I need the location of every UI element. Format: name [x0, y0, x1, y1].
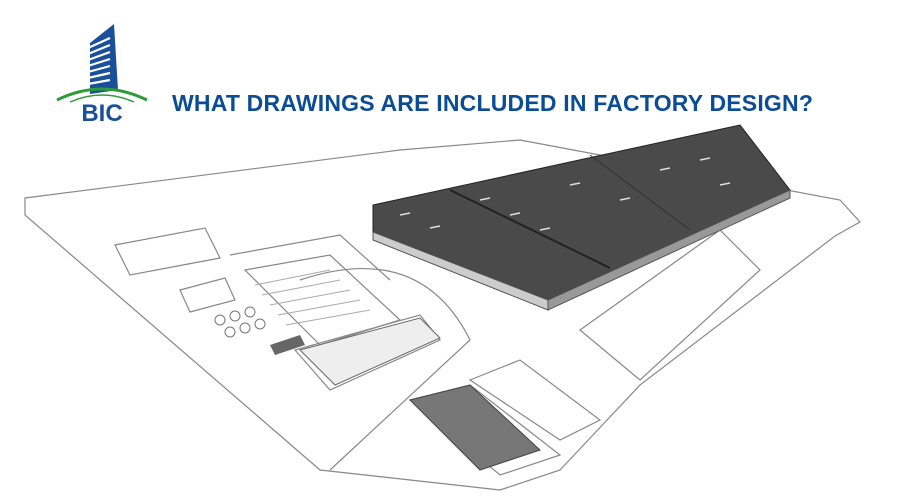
logo-text: BIC — [81, 100, 122, 127]
bic-logo: BIC — [56, 24, 148, 127]
page-title: WHAT DRAWINGS ARE INCLUDED IN FACTORY DE… — [172, 90, 814, 116]
site-boundary — [24, 139, 861, 491]
